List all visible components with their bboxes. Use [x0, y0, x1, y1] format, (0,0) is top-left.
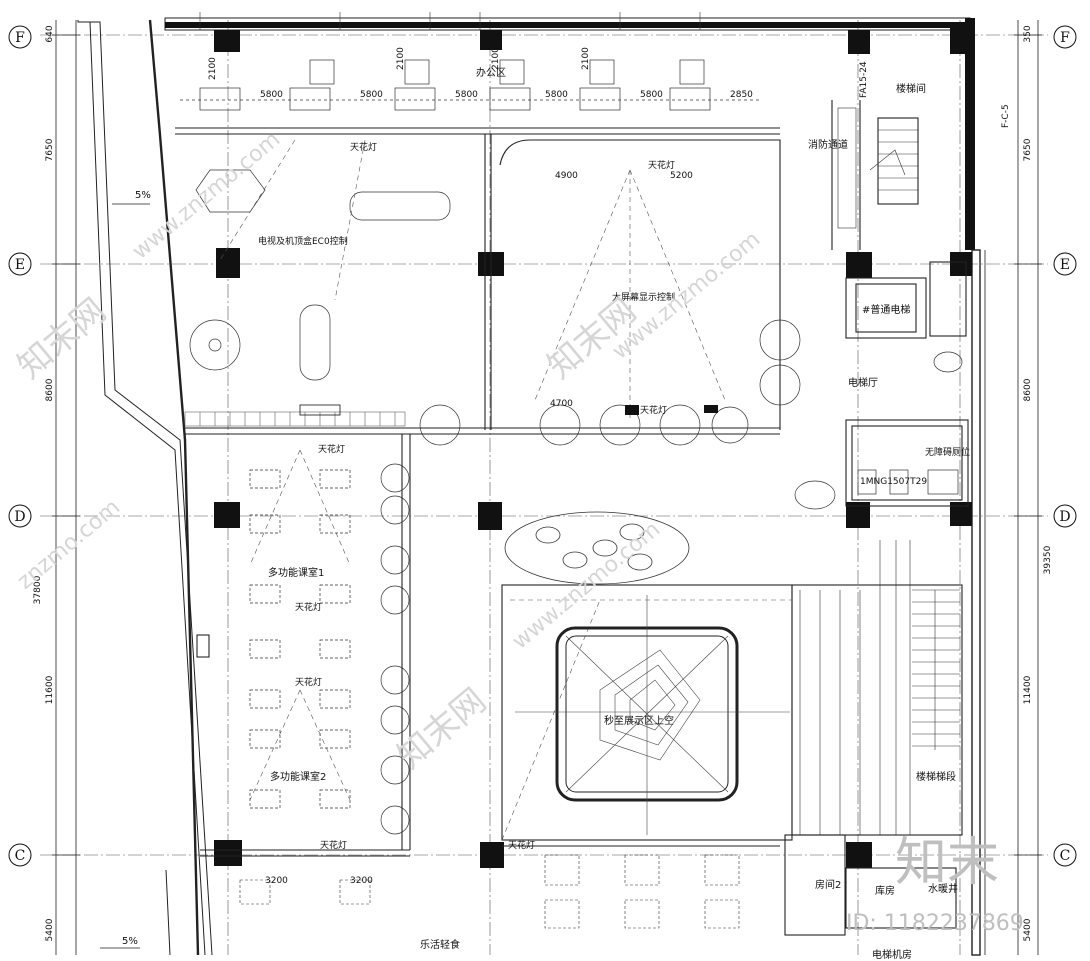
equipment-tag: 天花灯 — [350, 141, 377, 153]
dim-left-11600: 11600 — [45, 675, 55, 704]
note-disabled-wc: 无障碍厕位 — [925, 446, 970, 458]
equipment-tag: 天花灯 — [318, 443, 345, 455]
slope-label-top: 5% — [135, 190, 151, 201]
watermark-id: ID: 1182237869 — [846, 911, 1024, 936]
room-label-room2: 房间2 — [815, 878, 841, 891]
note-display: 大屏幕显示控制 — [612, 291, 675, 303]
dim-label: 5800 — [260, 90, 283, 100]
dim-left-640: 640 — [45, 25, 55, 42]
axis-label-d-right: D — [1059, 509, 1070, 525]
dim-label: 5800 — [455, 90, 478, 100]
dim-label: 3200 — [350, 876, 373, 886]
dim-left-7650: 7650 — [45, 138, 55, 161]
note-stair-tag: F-C-5 — [1001, 104, 1011, 128]
note-stair-tag2: FA15-24 — [859, 61, 869, 98]
axis-label-f-right: F — [1060, 30, 1070, 46]
dim-label: 2850 — [730, 90, 753, 100]
symbol-markers — [196, 404, 718, 658]
exterior-wall-right — [965, 18, 986, 956]
room-label-elevator-hall: 电梯厅 — [848, 376, 878, 389]
dim-right-39350: 39350 — [1043, 545, 1053, 574]
stair-right — [799, 540, 960, 835]
dim-label: 4700 — [550, 399, 573, 409]
dim-right-7650: 7650 — [1023, 138, 1033, 161]
room-label-snack: 乐活轻食 — [420, 938, 460, 951]
exterior-facade-left — [77, 19, 213, 956]
room-label-ops-room: 电梯机房 — [872, 948, 912, 961]
room-label-corridor: 消防通道 — [808, 138, 848, 151]
interior-partitions — [175, 100, 969, 936]
classroom-desks — [249, 469, 351, 809]
dimension-chain-right — [1014, 20, 1042, 955]
room-label-elevator: #普通电梯 — [862, 303, 910, 316]
exhibit-void — [515, 595, 790, 835]
equipment-tag: 天花灯 — [320, 839, 347, 851]
dim-label: 2100 — [208, 57, 218, 80]
note-meeting: 电视及机顶盒EC0控制 — [258, 235, 348, 247]
axis-bubbles-left — [8, 25, 32, 867]
room-label-multi1: 多功能课室1 — [268, 566, 324, 579]
dim-right-11400: 11400 — [1023, 675, 1033, 704]
dim-label: 2100 — [396, 47, 406, 70]
dim-label: 2100 — [491, 47, 501, 70]
office-workstations — [180, 59, 760, 111]
structural-columns — [214, 24, 972, 868]
dim-label: 5800 — [545, 90, 568, 100]
room-label-stair: 楼梯间 — [896, 82, 926, 95]
wc-fixtures — [794, 351, 963, 510]
equipment-tag: 天花灯 — [295, 601, 322, 613]
equipment-tag: 天花灯 — [295, 676, 322, 688]
room-label-multi2: 多功能课室2 — [270, 770, 326, 783]
dim-label: 5800 — [640, 90, 663, 100]
room-label-exhibit-void: 秒至展示区上空 — [604, 714, 674, 727]
axis-label-f-left: F — [15, 30, 25, 46]
projection-lines — [219, 139, 792, 841]
cafe-tables — [239, 854, 740, 929]
axis-label-d-left: D — [14, 509, 25, 525]
meeting-tables — [189, 169, 451, 381]
dim-right-350: 350 — [1023, 25, 1033, 42]
axis-label-c-left: C — [15, 848, 26, 864]
slope-label-bottom: 5% — [122, 936, 138, 947]
axis-label-e-right: E — [1060, 257, 1070, 273]
dim-label: 5800 — [360, 90, 383, 100]
dim-label: 3200 — [265, 876, 288, 886]
equipment-tag: 天花灯 — [648, 159, 675, 171]
room-label-stair-right: 楼梯梯段 — [916, 770, 956, 783]
dim-left-5400: 5400 — [45, 918, 55, 941]
room-label-water-well: 水暖井 — [928, 882, 958, 895]
watermark-logo: 知末 — [895, 833, 999, 893]
dim-left-37800: 37800 — [33, 575, 43, 604]
lounge-ellipse — [504, 511, 690, 585]
room-label-office: 办公区 — [476, 66, 506, 79]
equipment-tag: 天花灯 — [640, 404, 667, 416]
dim-left-8600: 8600 — [45, 378, 55, 401]
dim-label: 4900 — [555, 171, 578, 181]
axis-label-e-left: E — [15, 257, 25, 273]
door-swings — [380, 319, 801, 835]
note-switch: 1MNG1507T29 — [860, 477, 927, 487]
stair-top — [837, 107, 918, 229]
room-label-storage: 库房 — [875, 884, 895, 897]
dimension-chain-left — [52, 20, 80, 955]
wall-hatch — [184, 411, 406, 427]
dim-right-5400: 5400 — [1023, 918, 1033, 941]
dim-label: 5200 — [670, 171, 693, 181]
dim-label: 2100 — [581, 47, 591, 70]
axis-label-c-right: C — [1060, 848, 1071, 864]
equipment-tag: 天花灯 — [508, 839, 535, 851]
dim-right-8600: 8600 — [1023, 378, 1033, 401]
axis-bubbles-right — [1053, 25, 1077, 867]
axis-lines — [40, 20, 1048, 955]
